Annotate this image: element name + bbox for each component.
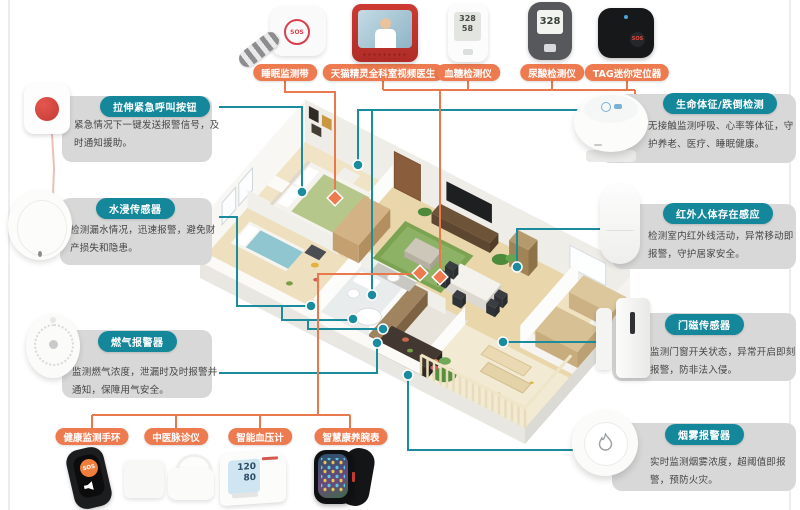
- device-box: [124, 460, 164, 498]
- device-button: [544, 44, 556, 52]
- desc-vital-sign-fall: 无接触监测呼吸、心率等体征，守护养老、医疗、睡眠健康。: [648, 121, 794, 150]
- seam-line: [606, 230, 634, 231]
- device-button: [463, 49, 473, 55]
- sos-badge: SOS: [630, 32, 645, 47]
- device-body: 328 58: [448, 4, 488, 62]
- label-water-leak-sensor: 水浸传感器: [96, 198, 175, 219]
- gas-alarm-image: [26, 312, 84, 384]
- uric-screen: 328: [537, 10, 563, 34]
- label-door-magnet: 门磁传感器: [665, 314, 744, 335]
- desc-infrared-presence: 检测室内红外线活动，异常移动即报警，守护居家安全。: [648, 231, 794, 260]
- label-smart-health-watch: 智慧康养腕表: [314, 428, 388, 445]
- label-blood-glucose-meter: 血糖检测仪: [436, 64, 500, 81]
- vital-radar-image: [570, 86, 654, 164]
- label-gas-alarm: 燃气报警器: [98, 331, 177, 352]
- doctor-face-icon: [380, 18, 391, 29]
- red-button-icon: [35, 97, 59, 121]
- infrared-sensor-image: [596, 182, 644, 268]
- uric-acid-meter-image: 328: [522, 0, 580, 64]
- label-tmall-genie-doctor: 天猫精灵全科室视频医生: [322, 64, 444, 81]
- stand: [586, 150, 636, 162]
- left-edge-line: [8, 0, 10, 510]
- desc-gas-alarm: 监测燃气浓度，泄漏时及时报警并通知，保障用气安全。: [72, 367, 218, 396]
- breath-icon: [601, 102, 611, 112]
- water-sensor-image: [8, 190, 76, 266]
- heart-rate-icon: [614, 104, 622, 109]
- label-pull-emergency-call: 拉伸紧急呼叫按钮: [100, 96, 210, 117]
- inner-ring: [584, 422, 628, 466]
- center-dot: [49, 340, 58, 349]
- glucose-screen: 328 58: [454, 12, 481, 41]
- led-icon: [624, 15, 628, 19]
- label-smoke-alarm: 烟雾报警器: [665, 424, 744, 445]
- sensor-part: [616, 298, 650, 378]
- top-hole: [50, 317, 56, 323]
- app-grid-icons: [321, 458, 345, 492]
- device-body: 328: [528, 2, 572, 60]
- doctor-coat-icon: [375, 29, 396, 48]
- device-buttons: [232, 491, 258, 499]
- health-band-image: SOS: [58, 444, 122, 510]
- brand-mark: [262, 456, 278, 461]
- bp-screen: 120 80: [228, 458, 260, 495]
- bp-monitor-image: 120 80: [218, 448, 292, 508]
- desc-pull-emergency-call: 紧急情况下一键发送报警信号，及时通知援助。: [74, 120, 220, 149]
- desc-smoke-alarm: 实时监测烟雾浓度，超阈值即报警，预防火灾。: [650, 457, 786, 486]
- label-sleep-monitor-belt: 睡眠监测带: [253, 64, 317, 81]
- flame-icon: [598, 433, 613, 451]
- tag-locator-image: SOS: [596, 4, 658, 64]
- device-body: [352, 4, 418, 62]
- video-screen: [358, 10, 412, 48]
- label-tcm-pulse-diagnosis: 中医脉诊仪: [144, 428, 208, 445]
- device-cradle: [168, 468, 214, 500]
- slot-detail: [630, 312, 635, 334]
- speaker-grille: [362, 52, 408, 59]
- probe-dot: [38, 251, 42, 257]
- blood-glucose-meter-image: 328 58: [440, 2, 496, 66]
- device-body: 120 80: [220, 449, 286, 507]
- front-slot: [594, 144, 602, 146]
- desc-water-leak-sensor: 检测漏水情况，迅速报警，避免财产损失和隐患。: [70, 225, 216, 254]
- smart-watch-image: [306, 445, 382, 510]
- pulse-diagnosis-image: [122, 452, 218, 508]
- label-uric-acid-meter: 尿酸检测仪: [520, 64, 584, 81]
- label-infrared-presence: 红外人体存在感应: [663, 203, 773, 224]
- tmall-genie-image: [344, 2, 426, 66]
- smoke-alarm-image: [572, 410, 644, 482]
- ring-detail: [17, 200, 67, 256]
- device-body: [600, 184, 640, 264]
- sos-badge: SOS: [284, 19, 310, 45]
- vent-ring: [34, 324, 74, 366]
- glucose-value-2: 58: [461, 24, 474, 34]
- device-body: SOS: [598, 8, 654, 58]
- side-button: [352, 472, 355, 482]
- desc-door-magnet: 监测门窗开关状态，异常开启即刻报警，防非法入侵。: [650, 347, 796, 376]
- label-tag-mini-locator: TAG迷你定位器: [584, 64, 670, 81]
- sleep-monitor-belt-image: SOS: [235, 4, 330, 71]
- label-smart-bp-monitor: 智能血压计: [228, 428, 292, 445]
- door-sensor-image: [592, 296, 652, 382]
- label-health-monitor-band: 健康监测手环: [55, 428, 129, 445]
- label-vital-sign-fall: 生命体征/跌倒检测: [663, 93, 778, 114]
- diastolic-value: 80: [243, 472, 256, 484]
- emergency-button-image: [24, 84, 74, 142]
- glucose-value-1: 328: [459, 14, 476, 23]
- magnet-part: [596, 308, 612, 370]
- top-face: [584, 95, 638, 123]
